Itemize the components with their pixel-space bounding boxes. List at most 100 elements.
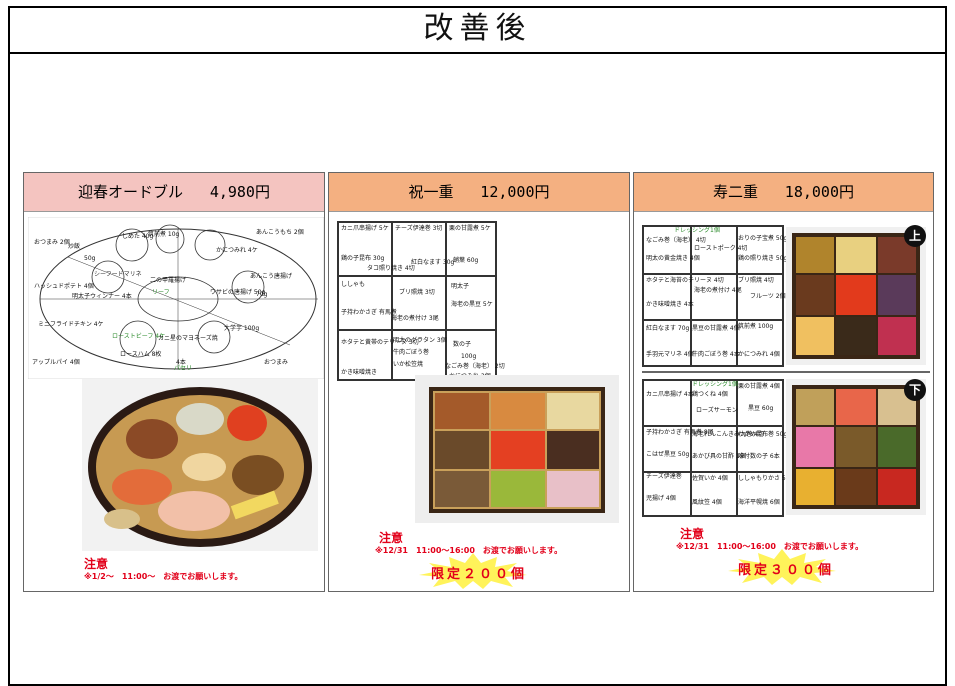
lower-tier-badge: 下 — [904, 379, 926, 401]
diagram-label: 数の子 — [453, 341, 472, 348]
diagram-label: 黒豆 60g — [748, 405, 774, 412]
diagram-label: 明太子 — [451, 283, 470, 290]
diagram-label: カニ爪串揚げ 5ケ — [341, 225, 389, 232]
diagram-label: 風紋笠 4個 — [692, 499, 722, 506]
diagram-label: ローストビーフ 4ケ — [112, 333, 166, 340]
diagram-label: チーズ伊達巻 — [646, 473, 682, 480]
page-title: 改善後 — [10, 8, 945, 54]
diagram-label: 海老の煮付け 4尾 — [694, 287, 742, 294]
diagram-label: フルーツ 2個 — [750, 293, 786, 300]
limit-text: 限定２００個 — [431, 567, 528, 582]
diagram-label: シーフードマリネ — [94, 271, 142, 278]
diagram-label: あんこう唐揚げ — [250, 273, 293, 280]
diagram-label: おつまみ 2個 — [34, 239, 70, 246]
note-text: ※12/31 11:00～16:00 お渡でお願いします。 — [375, 546, 563, 555]
diagram-label: 牛肉ごぼう巻 — [393, 349, 430, 356]
diagram-label: 大学芋 100g — [224, 325, 260, 332]
upper-tier-badge: 上 — [904, 225, 926, 247]
note-title: 注意 — [379, 531, 404, 545]
diagram-label: ししゃも — [341, 281, 366, 288]
limit-burst — [728, 549, 836, 585]
upper-tier-photo — [786, 227, 926, 365]
diagram-label: パセリ — [174, 365, 193, 372]
diagram-label: ドレッシング1個 — [692, 381, 738, 388]
diagram-label: ハッシュドポテト 4個 — [34, 283, 94, 290]
diagram-label: ホタテと黄帯のテリーヌ 3切 — [341, 339, 419, 346]
diagram-label: 鶏つくね 4個 — [692, 391, 728, 398]
diagram-label: ホタテと海苔のテリーヌ 4切 — [646, 277, 724, 284]
lower-layout-diagram — [642, 379, 784, 517]
diagram-label: おりの子宝煮 50g — [738, 235, 788, 242]
product-price: 18,000円 — [784, 183, 854, 201]
hors-doeuvre-photo — [82, 379, 318, 551]
diagram-label: 海洋平幌焼 6個 — [738, 499, 780, 506]
note-text: ※1/2～ 11:00～ お渡でお願いします。 — [84, 572, 243, 581]
product-name: 祝一重 — [408, 183, 454, 201]
panel-header: 祝一重 12,000円 — [329, 173, 629, 212]
diagram-label: 筑前煮 100g — [738, 323, 774, 330]
diagram-label: 海老の煮付け 3尾 — [391, 315, 439, 322]
note-title: 注意 — [84, 557, 109, 571]
product-price: 12,000円 — [480, 183, 550, 201]
note-text: ※12/31 11:00～16:00 お渡でお願いします。 — [676, 542, 864, 551]
limit-text: 限定３００個 — [738, 563, 835, 578]
diagram-label: 明太の黄金焼き 4個 — [646, 255, 700, 262]
panel-header: 寿二重 18,000円 — [634, 173, 933, 212]
diagram-label: わかめ昆布巻 50g — [738, 431, 788, 438]
diagram-label: かにつみれ 4ケ — [216, 247, 258, 254]
panel-header: 迎春オードブル 4,980円 — [24, 173, 324, 212]
diagram-label: ロースハム 8枚 — [120, 351, 162, 358]
diagram-label: ローズサーモン — [696, 407, 738, 414]
diagram-label: かにつみれ 4個 — [738, 351, 780, 358]
product-name: 迎春オードブル — [78, 183, 184, 201]
diagram-label: タコ照り焼き 4切 — [367, 265, 415, 272]
diagram-label: カニ爪串揚げ 4本 — [646, 391, 694, 398]
diagram-label: 蛸葉 60g — [453, 257, 479, 264]
diagram-label: いか松笠焼 — [393, 361, 424, 368]
diagram-label: 黒豆の甘露煮 4個 — [692, 325, 740, 332]
diagram-label: 70g — [256, 291, 268, 298]
diagram-label: 栗の甘露煮 4個 — [738, 383, 780, 390]
diagram-label: ローストポーク 4切 — [694, 245, 748, 252]
layout-diagram — [337, 221, 497, 381]
panel-geishun-hors-doeuvre: 迎春オードブル 4,980円 おつまみ 2個 炒飯 50g シーフードマリネ 筑… — [23, 172, 325, 592]
diagram-label: 筑前煮 10g — [148, 231, 180, 238]
diagram-label: しめた 40g — [122, 233, 154, 240]
diagram-label: 二の甲羅揚げ — [150, 277, 187, 284]
diagram-label: 炒飯 — [68, 243, 81, 250]
diagram-label: かき味噌焼き — [341, 369, 378, 376]
diagram-label: こはぜ黒豆 50g — [646, 451, 690, 458]
diagram-label: ミニフライドチキン 4ケ — [38, 321, 104, 328]
diagram-label: 鶏の子昆布 30g — [341, 255, 385, 262]
diagram-label: 子持わかさぎ 有馬煮 — [341, 309, 397, 316]
diagram-label: 紅白なます 30g — [411, 259, 455, 266]
product-price: 4,980円 — [209, 183, 270, 201]
diagram-label: ししゃもりかさ 50g — [738, 475, 794, 482]
diagram-label: ワサビの唐揚げ 50g — [210, 289, 266, 296]
diagram-label: 子持わかさぎ 有馬煮 8尾 — [646, 429, 714, 436]
diagram-label: ドレッシング1個 — [674, 227, 720, 234]
diagram-label: 牛肉ごぼう巻 4本 — [692, 351, 740, 358]
diagram-label: 栗の甘露煮 5ケ — [449, 225, 491, 232]
diagram-label: 明太のグラタン 3個 — [393, 337, 447, 344]
diagram-label: カニ星のマヨネーズ焼 — [158, 335, 218, 342]
diagram-label: リーフ — [152, 289, 170, 296]
diagram-label: あかび具の甘酢 1個 — [692, 453, 746, 460]
diagram-label: 鶏の照り焼き 50g — [738, 255, 788, 262]
panel-iwai-ichiju: 祝一重 12,000円 カニ爪串揚げ 5ケ チーズ伊達巻 3切 栗の甘露煮 5ケ… — [328, 172, 630, 592]
diagram-label: チーズ伊達巻 3切 — [395, 225, 443, 232]
panel-kotobuki-niju: 寿二重 18,000円 ドレッシング1個 なごみ巻（海老） 4切 明太の黄金焼き… — [633, 172, 934, 592]
diagram-label: なごみ巻（海老） 4切 — [646, 237, 706, 244]
ichiju-photo — [415, 375, 619, 523]
diagram-label: ブリ照焼 3切 — [399, 289, 435, 296]
lower-tier-photo — [786, 379, 926, 515]
diagram-label: ブリ照焼 4切 — [738, 277, 774, 284]
diagram-label: 50g — [84, 255, 96, 262]
diagram-label: 海老の黒豆 5ケ — [451, 301, 493, 308]
limit-burst — [419, 553, 527, 589]
diagram-label: あんこうもち 2個 — [256, 229, 304, 236]
diagram-label: かき味噌焼き 4本 — [646, 301, 694, 308]
upper-layout-diagram — [642, 225, 784, 367]
diagram-label: 100g — [461, 353, 477, 360]
diagram-label: 味付数の子 6本 — [738, 453, 780, 460]
